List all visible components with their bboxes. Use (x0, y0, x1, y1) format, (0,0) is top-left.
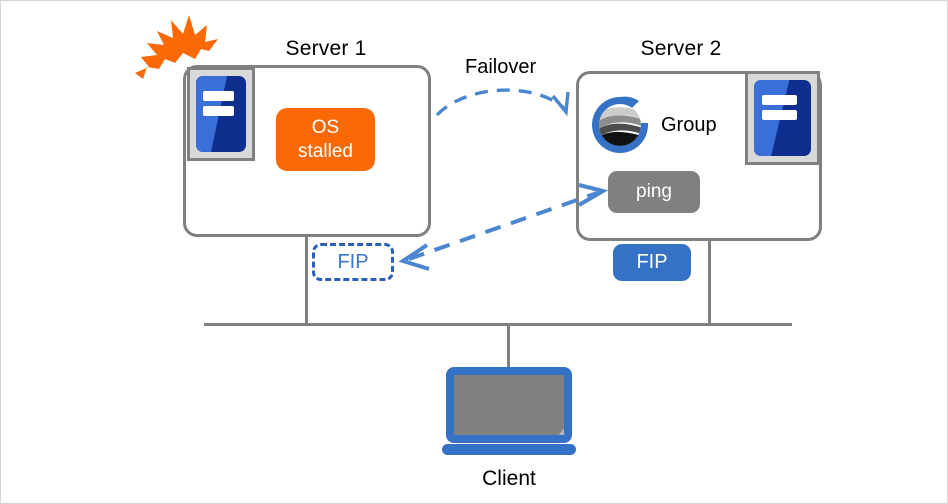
fip-box-active: FIP (613, 244, 691, 281)
client-label: Client (482, 467, 536, 490)
server1-network-drop (305, 237, 308, 325)
fip-left-label: FIP (337, 250, 369, 273)
ping-badge: ping (608, 171, 700, 213)
group-logo-icon (588, 93, 652, 157)
fip-right-label: FIP (636, 251, 668, 273)
server2-title: Server 2 (640, 37, 722, 60)
client-laptop-base (442, 444, 576, 455)
os-stalled-line1: OS (311, 116, 340, 138)
client-laptop-icon (446, 367, 572, 443)
fip-move-dashed-arrow-icon (389, 183, 613, 271)
fip-box-inactive: FIP (312, 243, 394, 281)
server2-network-drop (708, 241, 711, 325)
failover-curved-arrow-icon (431, 79, 591, 121)
group-label: Group (661, 114, 717, 136)
server-hardware-icon (745, 71, 820, 165)
os-stalled-badge: OS stalled (276, 108, 375, 171)
server-hardware-icon (187, 67, 255, 161)
ping-label: ping (636, 181, 672, 202)
os-stalled-line2: stalled (298, 140, 353, 162)
network-bus-line (204, 323, 792, 326)
client-network-drop (507, 323, 510, 375)
server1-title: Server 1 (285, 37, 367, 60)
failure-burst-icon (123, 9, 219, 91)
failover-label: Failover (465, 56, 537, 78)
